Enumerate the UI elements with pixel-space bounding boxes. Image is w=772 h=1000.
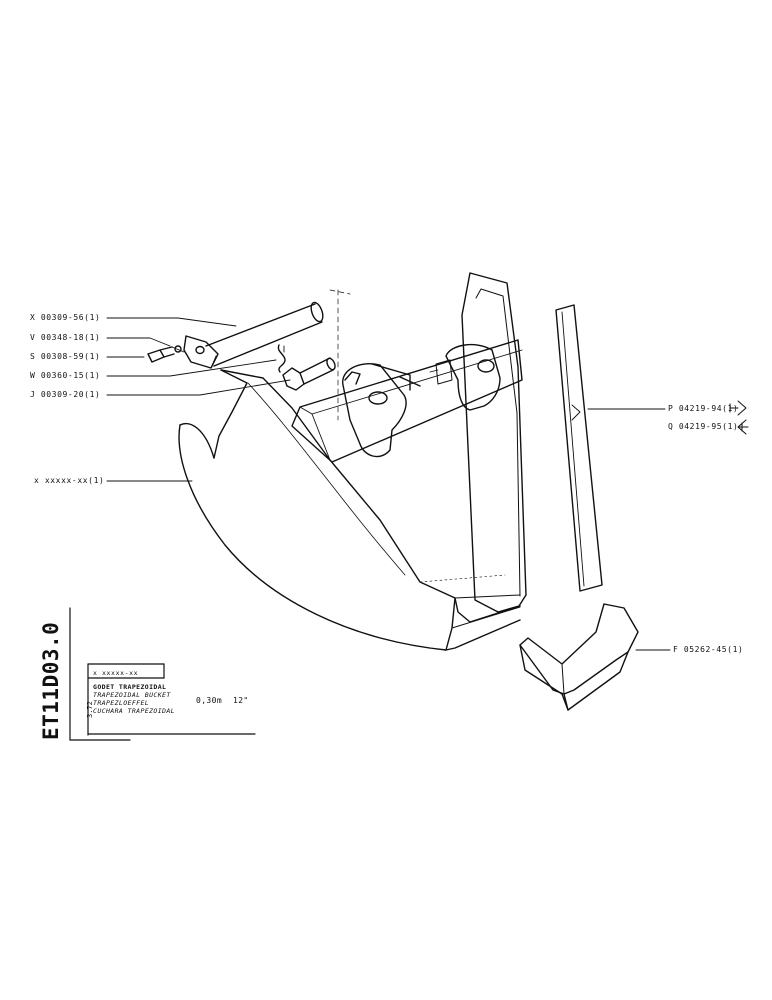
title-name-en: TRAPEZOIDAL BUCKET (93, 691, 171, 699)
title-name-de: TRAPEZLOEFFEL (93, 699, 150, 707)
title-name-fr: GODET TRAPEZOIDAL (93, 683, 167, 691)
mounting-beam (291, 339, 523, 463)
leader-lines (106, 317, 671, 651)
title-part-number: x xxxxx-xx (93, 669, 139, 677)
tooth-adapter (519, 603, 639, 711)
callout-v: V 00348-18(1) (30, 333, 101, 342)
arrow-right-icon (729, 400, 747, 416)
callout-w: W 00360-15(1) (30, 371, 101, 380)
bolt-s (147, 346, 175, 363)
callout-j: J 00309-20(1) (30, 390, 101, 399)
washer-s (171, 345, 185, 353)
callout-q: Q 04219-95(1) (668, 422, 739, 431)
axis-lines (329, 289, 351, 421)
sheet-code: ET11D03.0 (39, 621, 63, 740)
title-block-frame (69, 607, 256, 741)
title-size-metric: 0,30m (196, 696, 223, 705)
long-pin-x (205, 301, 324, 367)
short-pin-j (282, 357, 336, 391)
arrow-left-icon (737, 419, 749, 435)
side-cutter (555, 304, 603, 592)
callout-x: X 00309-56(1) (30, 313, 101, 322)
callout-s: S 00308-59(1) (30, 352, 101, 361)
bucket-body (178, 272, 527, 651)
title-size-imperial: 12" (233, 696, 249, 705)
callout-p: P 04219-94(1) (668, 404, 739, 413)
callout-bucket: x xxxxx-xx(1) (34, 476, 105, 485)
pin-plate-v (183, 335, 219, 369)
callout-f: F 05262-45(1) (673, 645, 744, 654)
clip-w (277, 344, 286, 373)
title-name-es: CUCHARA TRAPEZOIDAL (93, 707, 175, 715)
